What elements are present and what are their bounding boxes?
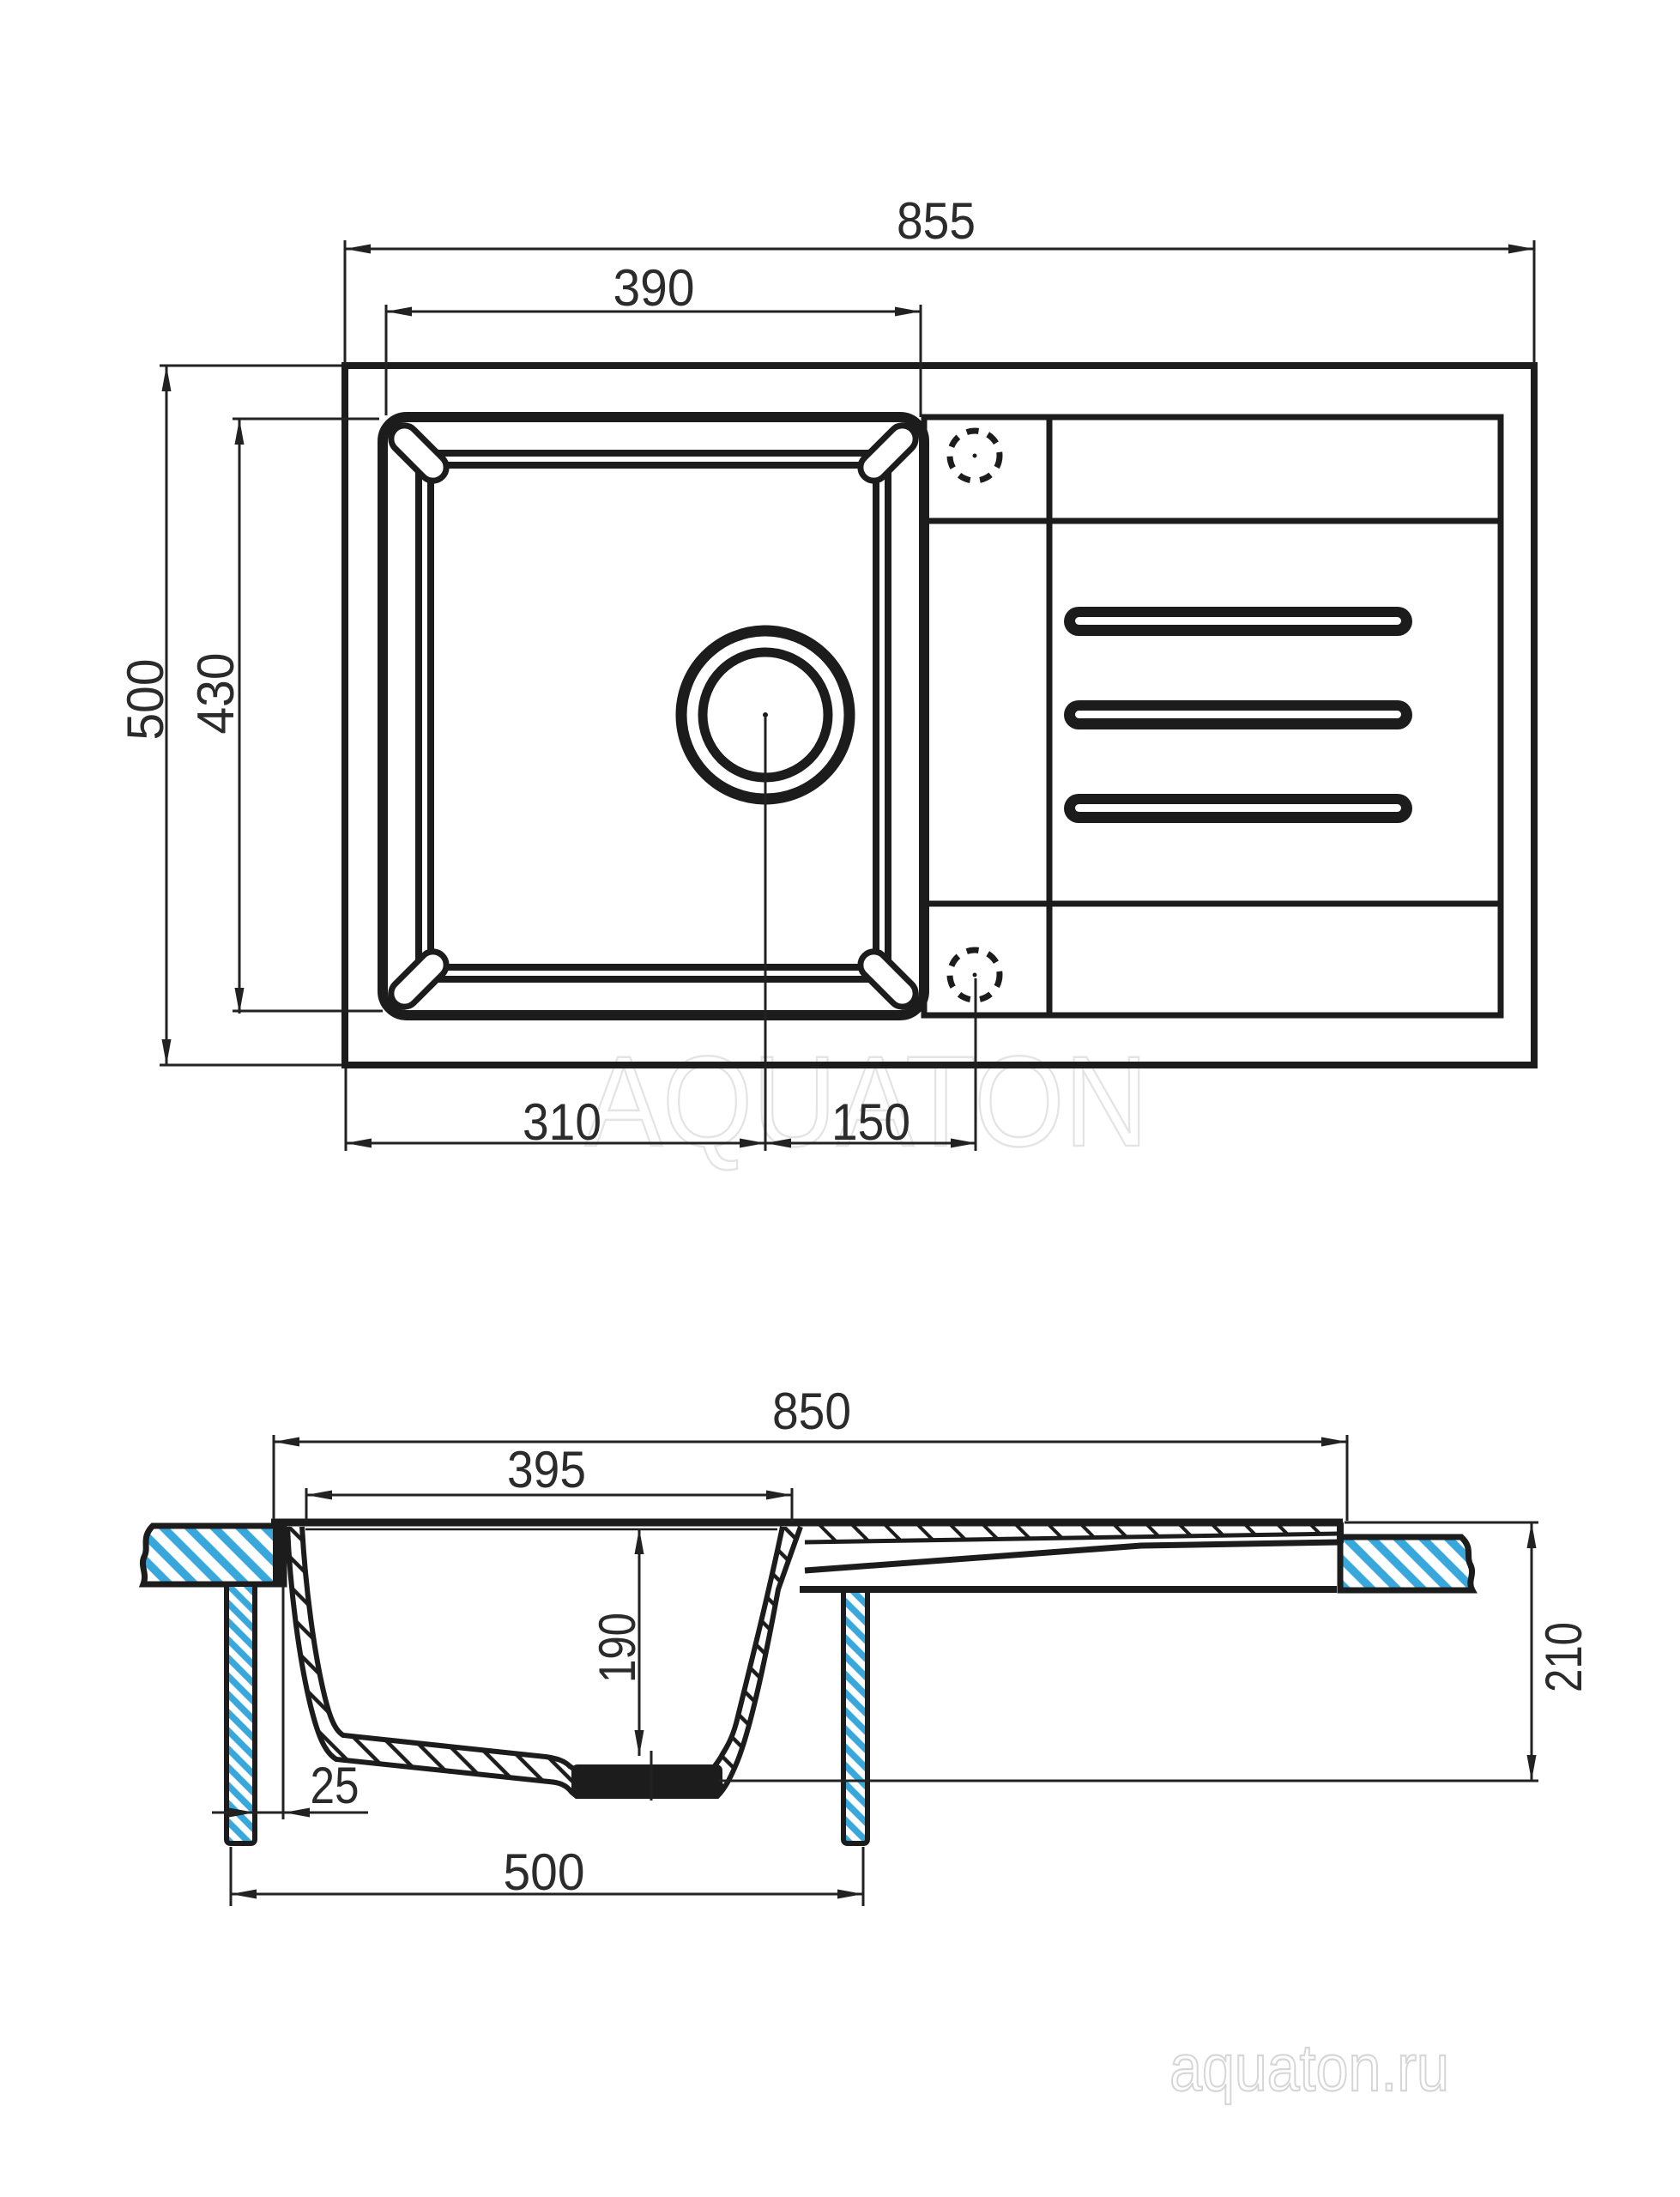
svg-text:aquaton.ru: aquaton.ru xyxy=(1169,2031,1449,2105)
svg-text:AQUATON: AQUATON xyxy=(585,1031,1149,1174)
svg-text:500: 500 xyxy=(117,659,174,741)
svg-text:500: 500 xyxy=(504,1843,585,1901)
svg-text:395: 395 xyxy=(507,1441,586,1498)
svg-text:390: 390 xyxy=(613,259,695,317)
svg-text:430: 430 xyxy=(187,653,245,735)
svg-text:150: 150 xyxy=(831,1093,910,1151)
svg-text:210: 210 xyxy=(1535,1622,1592,1692)
svg-text:190: 190 xyxy=(589,1613,646,1683)
svg-text:310: 310 xyxy=(523,1093,601,1151)
svg-text:25: 25 xyxy=(311,1757,360,1814)
svg-text:850: 850 xyxy=(772,1383,851,1440)
svg-text:855: 855 xyxy=(897,192,976,250)
